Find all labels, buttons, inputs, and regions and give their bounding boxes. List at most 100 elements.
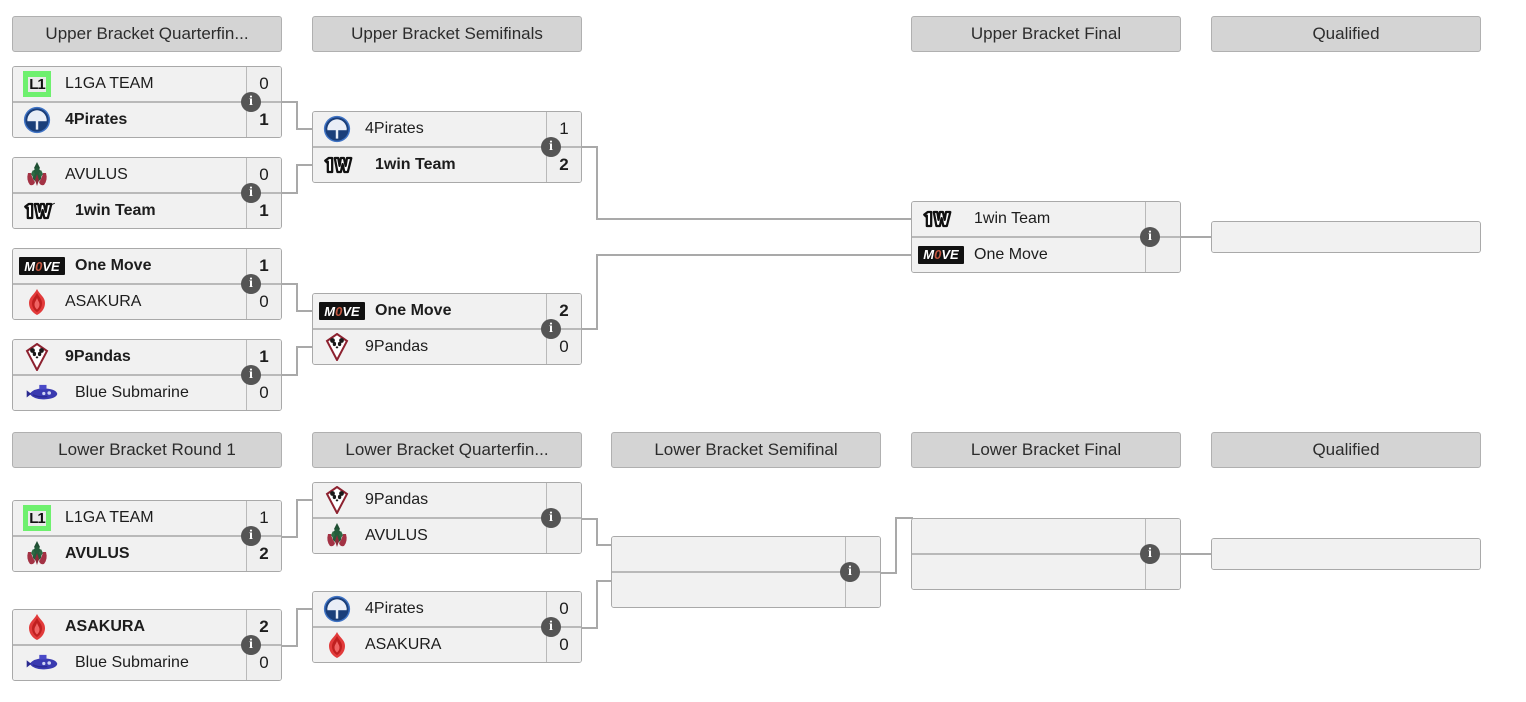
match-row-top[interactable]: 4Pirates 0 (313, 592, 581, 627)
match-row-top[interactable]: L1 L1GA TEAM 1 (13, 501, 281, 536)
submarine-logo-art (26, 384, 58, 399)
connector-ubsf1-in (596, 218, 913, 220)
team-name: 4Pirates (65, 110, 128, 128)
match-ub-qf-2[interactable]: AVULUS 0 1win Team 1 i (12, 157, 282, 229)
match-row-bottom[interactable]: AVULUS (313, 518, 581, 553)
submarine-logo-art (26, 654, 58, 669)
match-info-icon[interactable]: i (840, 562, 860, 582)
pirates-logo (319, 115, 355, 143)
pandas-logo (19, 343, 55, 371)
match-row-bottom[interactable]: Blue Submarine 0 (13, 645, 281, 680)
team-name: 1win Team (974, 210, 1051, 227)
match-row-bottom[interactable]: ASAKURA 0 (313, 627, 581, 662)
match-info-icon[interactable]: i (1140, 544, 1160, 564)
match-row-bottom[interactable]: AVULUS 2 (13, 536, 281, 571)
onemove-logo-text-left: M (24, 258, 36, 274)
qualified-row[interactable] (1212, 539, 1480, 569)
connector-lbr1b-vert (296, 609, 298, 646)
connector-ubsf1-vert (596, 146, 598, 219)
round-header-lb-semifinal[interactable]: Lower Bracket Semifinal (611, 432, 881, 468)
match-lb-qf-1[interactable]: 9Pandas AVULUS (312, 482, 582, 554)
onewin-logo (918, 205, 964, 233)
match-info-icon[interactable]: i (241, 526, 261, 546)
round-header-lb-quarterfinals[interactable]: Lower Bracket Quarterfin... (312, 432, 582, 468)
match-lb-r1-2[interactable]: ASAKURA 2 Blue Submarine 0 (12, 609, 282, 681)
match-row-bottom[interactable]: Blue Submarine 0 (13, 375, 281, 410)
asakura-logo (19, 613, 55, 641)
slot-lb-qualified[interactable] (1211, 538, 1481, 570)
qualified-row[interactable] (1212, 222, 1480, 252)
match-row-top[interactable]: 4Pirates 1 (313, 112, 581, 147)
connector-ubqf3-in (296, 310, 314, 312)
round-header-ub-quarterfinals[interactable]: Upper Bracket Quarterfin... (12, 16, 282, 52)
match-ub-sf-1[interactable]: 4Pirates 1 1win Team 2 i (312, 111, 582, 183)
team-name: AVULUS (365, 526, 428, 544)
avulus-logo-art (27, 540, 47, 565)
pandas-logo (319, 486, 355, 514)
connector-lbqf1-in (596, 544, 614, 546)
round-header-lb-final[interactable]: Lower Bracket Final (911, 432, 1181, 468)
connector-ubqf1-in (296, 128, 314, 130)
team-score: 1 (546, 112, 581, 146)
team-name: Blue Submarine (75, 383, 189, 401)
round-header-lb-round1[interactable]: Lower Bracket Round 1 (12, 432, 282, 468)
match-row-top[interactable]: L1 L1GA TEAM 0 (13, 67, 281, 102)
connector-lbr1a-in (296, 499, 314, 501)
match-info-icon[interactable]: i (241, 274, 261, 294)
match-row-top[interactable]: 9Pandas 1 (13, 340, 281, 375)
match-info-icon[interactable]: i (541, 508, 561, 528)
team-name: 4Pirates (365, 120, 424, 137)
connector-lbr1a-stub (282, 536, 298, 538)
team-name: 9Pandas (65, 348, 131, 365)
match-info-icon[interactable]: i (241, 365, 261, 385)
match-info-icon[interactable]: i (541, 319, 561, 339)
round-header-lb-qualified[interactable]: Qualified (1211, 432, 1481, 468)
match-info-icon[interactable]: i (541, 617, 561, 637)
match-row-top[interactable] (612, 537, 880, 572)
pandas-logo-art (325, 486, 349, 514)
connector-ubsf1-stub (582, 146, 598, 148)
match-info-icon[interactable]: i (541, 137, 561, 157)
match-info-icon[interactable]: i (241, 92, 261, 112)
pirates-logo-art (23, 106, 51, 133)
asakura-logo-art (29, 288, 45, 315)
match-lb-semifinal[interactable]: i (611, 536, 881, 608)
match-row-bottom[interactable]: ASAKURA 0 (13, 284, 281, 319)
round-header-ub-qualified[interactable]: Qualified (1211, 16, 1481, 52)
l1ga-logo-text: L1 (28, 75, 46, 93)
match-ub-qf-1[interactable]: L1 L1GA TEAM 0 4Pirates 1 (12, 66, 282, 138)
match-row-bottom[interactable]: 1win Team 2 (313, 147, 581, 182)
match-row-top[interactable] (912, 519, 1180, 554)
match-row-top[interactable]: 9Pandas (313, 483, 581, 518)
match-row-bottom[interactable] (612, 572, 880, 607)
connector-ubqf3-stub (282, 283, 298, 285)
match-info-icon[interactable]: i (1140, 227, 1160, 247)
match-row-bottom[interactable]: 9Pandas 0 (313, 329, 581, 364)
match-info-icon[interactable]: i (241, 183, 261, 203)
match-lb-r1-1[interactable]: L1 L1GA TEAM 1 AVULUS (12, 500, 282, 572)
round-header-ub-final[interactable]: Upper Bracket Final (911, 16, 1181, 52)
pandas-logo-art (325, 332, 349, 361)
match-ub-qf-4[interactable]: 9Pandas 1 Blue Submarine 0 (12, 339, 282, 411)
round-header-ub-semifinals[interactable]: Upper Bracket Semifinals (312, 16, 582, 52)
match-row-bottom[interactable] (912, 554, 1180, 589)
onewin-logo (19, 197, 65, 225)
match-row-bottom[interactable]: 1win Team 1 (13, 193, 281, 228)
connector-lbsf-stub (881, 572, 897, 574)
match-lb-final[interactable]: i (911, 518, 1181, 590)
slot-ub-qualified[interactable] (1211, 221, 1481, 253)
match-row-top[interactable]: AVULUS 0 (13, 158, 281, 193)
match-row-top[interactable]: 1win Team (912, 202, 1180, 237)
match-info-icon[interactable]: i (241, 635, 261, 655)
match-row-top[interactable]: ASAKURA 2 (13, 610, 281, 645)
connector-ubqf3-vert (296, 283, 298, 311)
match-row-bottom[interactable]: 4Pirates 1 (13, 102, 281, 137)
match-lb-qf-2[interactable]: 4Pirates 0 ASAKURA 0 i (312, 591, 582, 663)
